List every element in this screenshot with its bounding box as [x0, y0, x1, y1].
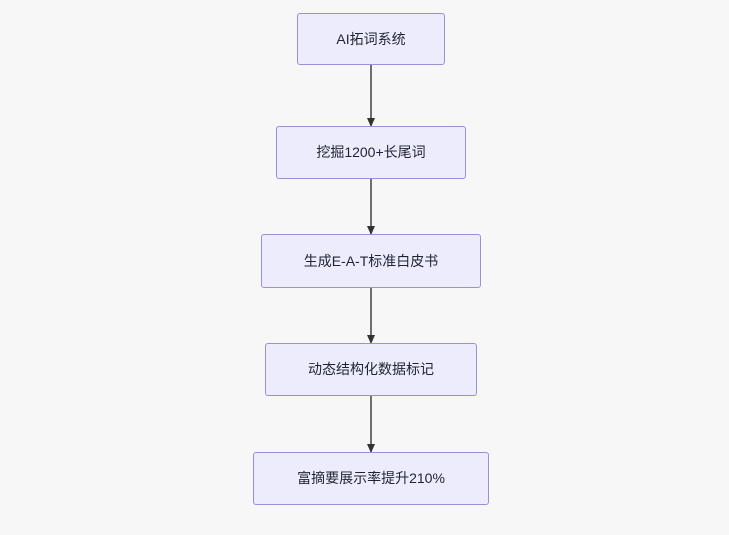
flow-node-label: 生成E-A-T标准白皮书 [303, 252, 439, 269]
flow-node-label: AI拓词系统 [336, 30, 406, 47]
flow-node-n3[interactable]: 生成E-A-T标准白皮书 [261, 234, 481, 288]
flow-node-n1[interactable]: AI拓词系统 [297, 13, 445, 65]
flow-node-n5[interactable]: 富摘要展示率提升210% [253, 452, 489, 505]
flow-node-n4[interactable]: 动态结构化数据标记 [265, 343, 477, 396]
flow-node-label: 动态结构化数据标记 [308, 361, 434, 378]
flow-node-label: 挖掘1200+长尾词 [316, 144, 426, 161]
flow-node-n2[interactable]: 挖掘1200+长尾词 [276, 126, 466, 179]
flow-node-label: 富摘要展示率提升210% [297, 470, 445, 487]
